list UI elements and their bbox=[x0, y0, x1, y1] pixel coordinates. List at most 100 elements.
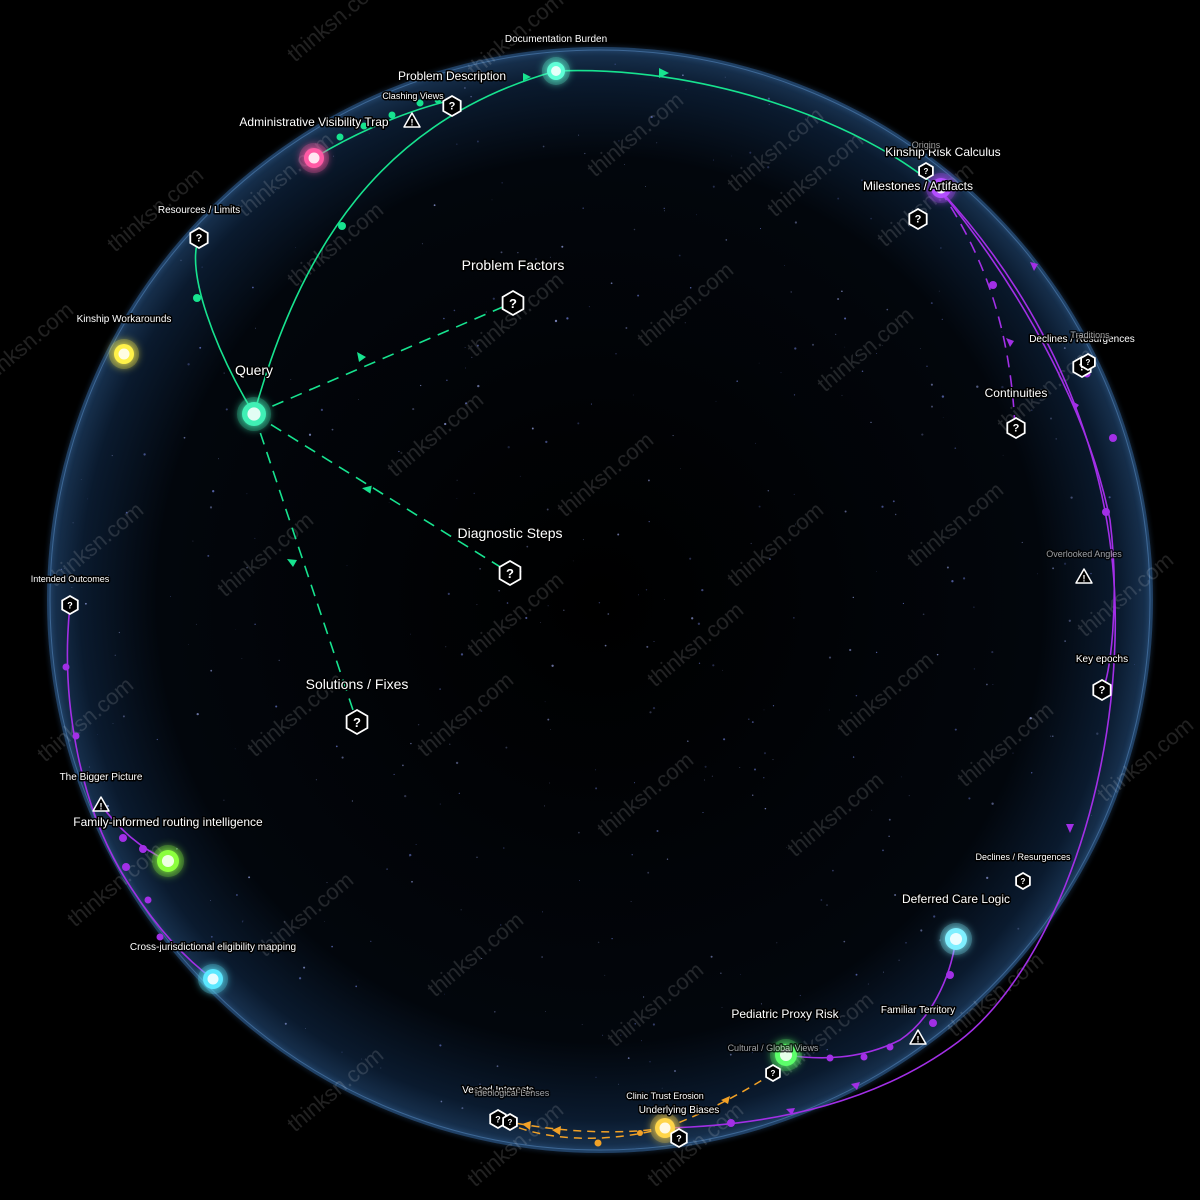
star bbox=[1052, 567, 1055, 570]
star bbox=[187, 644, 189, 645]
star bbox=[940, 247, 942, 249]
star bbox=[905, 941, 907, 944]
node-clinic-trust-erosion[interactable]: Clinic Trust Erosion bbox=[625, 1090, 705, 1143]
node-label: Documentation Burden bbox=[505, 34, 607, 45]
star bbox=[973, 668, 976, 670]
star bbox=[855, 694, 858, 697]
star bbox=[305, 1028, 306, 1029]
star bbox=[926, 365, 928, 367]
star bbox=[724, 76, 726, 78]
star bbox=[852, 756, 855, 758]
star bbox=[701, 588, 704, 592]
hex-node-clashing-views[interactable]: Clashing Views bbox=[381, 90, 446, 103]
star bbox=[465, 402, 468, 405]
warning-node-admin-trap-warning[interactable]: ! bbox=[403, 112, 421, 128]
hex-node-problem-factors[interactable]: ?Problem Factors bbox=[460, 256, 566, 317]
question-hexagon-icon: ? bbox=[489, 1108, 507, 1130]
hex-node-milestones-artifacts[interactable]: ?Milestones / Artifacts bbox=[861, 178, 975, 231]
star bbox=[195, 623, 197, 625]
hex-node-cultural-global-views[interactable]: ?Cultural / Global Views bbox=[726, 1042, 820, 1083]
star bbox=[685, 89, 687, 90]
star bbox=[986, 683, 988, 686]
node-pediatric-proxy-risk[interactable]: Pediatric Proxy Risk bbox=[730, 1006, 841, 1071]
star bbox=[678, 254, 681, 257]
star bbox=[767, 97, 770, 100]
watermark-text: thinksn.com bbox=[0, 297, 78, 392]
star bbox=[326, 882, 328, 884]
star bbox=[97, 733, 99, 735]
hex-node-traditions[interactable]: ?Traditions bbox=[1069, 329, 1112, 372]
star bbox=[691, 617, 694, 620]
svg-text:?: ? bbox=[1099, 685, 1106, 697]
hex-node-continuities[interactable]: ?Continuities bbox=[983, 385, 1049, 440]
hex-node-diagnostic-steps[interactable]: ?Diagnostic Steps bbox=[456, 524, 564, 587]
hex-node-declines-resurgences-bottom[interactable]: ?Declines / Resurgences bbox=[974, 851, 1073, 891]
star bbox=[180, 259, 182, 262]
warning-label: Overlooked Angles bbox=[1046, 549, 1122, 559]
star bbox=[759, 228, 762, 230]
star bbox=[895, 513, 897, 516]
star bbox=[820, 899, 823, 901]
star bbox=[241, 658, 243, 659]
hex-nodes: ?Problem Factors ?Diagnostic Steps ?Soluti… bbox=[29, 68, 1136, 1149]
hex-node-resources-limits[interactable]: ?Resources / Limits bbox=[156, 204, 242, 250]
star bbox=[617, 533, 620, 536]
hex-node-key-epochs[interactable]: ?Key epochs bbox=[1074, 653, 1130, 702]
star bbox=[170, 596, 171, 597]
question-hexagon-icon: ? bbox=[345, 708, 369, 736]
star bbox=[767, 490, 770, 492]
svg-text:?: ? bbox=[924, 167, 929, 176]
star bbox=[447, 592, 450, 595]
star bbox=[225, 408, 228, 411]
hex-node-solutions-fixes[interactable]: ?Solutions / Fixes bbox=[304, 675, 410, 736]
star bbox=[710, 955, 713, 958]
warning-node-familiar-territory[interactable]: !Familiar Territory bbox=[879, 1004, 957, 1045]
star bbox=[652, 1023, 656, 1026]
star bbox=[235, 894, 238, 896]
node-deferred-care-logic[interactable]: Deferred Care Logic bbox=[900, 891, 1012, 955]
node-query[interactable]: Query bbox=[233, 361, 275, 431]
star bbox=[656, 142, 658, 144]
warning-triangle-icon: ! bbox=[909, 1029, 927, 1045]
node-kinship-risk-calculus[interactable]: Kinship Risk Calculus bbox=[884, 144, 1002, 203]
star bbox=[698, 662, 701, 664]
hex-node-underlying-biases[interactable]: ?Underlying Biases bbox=[637, 1104, 721, 1149]
star bbox=[561, 245, 564, 248]
hex-node-ideological-lenses[interactable]: ?Ideological Lenses bbox=[473, 1087, 551, 1132]
node-cross-jurisdictional[interactable]: Cross-jurisdictional eligibility mapping bbox=[128, 941, 298, 994]
star bbox=[645, 186, 647, 188]
question-hexagon-icon: ? bbox=[908, 207, 928, 231]
star bbox=[409, 853, 412, 857]
star bbox=[519, 475, 521, 477]
star bbox=[712, 185, 715, 188]
hex-node-intended-outcomes[interactable]: ?Intended Outcomes bbox=[29, 573, 111, 616]
node-label: Administrative Visibility Trap bbox=[239, 115, 388, 129]
star bbox=[471, 356, 473, 359]
node-kinship-workarounds[interactable]: Kinship Workarounds bbox=[75, 313, 173, 369]
warning-node-overlooked-angles[interactable]: !Overlooked Angles bbox=[1045, 548, 1124, 584]
star bbox=[476, 140, 479, 143]
warning-node-the-bigger-picture[interactable]: !The Bigger Picture bbox=[58, 771, 144, 812]
question-hexagon-icon: ? bbox=[918, 161, 934, 181]
hex-node-label: Continuities bbox=[985, 386, 1048, 400]
hex-node-vested-interests[interactable]: ?Vested Interests bbox=[461, 1084, 535, 1130]
node-administrative-visibility-trap[interactable]: Administrative Visibility Trap bbox=[238, 114, 390, 173]
star bbox=[986, 876, 989, 880]
star bbox=[882, 849, 884, 852]
hex-node-origins[interactable]: ?Origins bbox=[910, 139, 942, 181]
star bbox=[749, 151, 752, 154]
star bbox=[284, 1022, 287, 1025]
star bbox=[578, 879, 581, 882]
star bbox=[976, 385, 979, 388]
node-core bbox=[659, 1122, 671, 1134]
star bbox=[991, 651, 994, 654]
star bbox=[794, 347, 797, 350]
star bbox=[647, 479, 650, 482]
star bbox=[235, 629, 236, 630]
node-family-informed-routing[interactable]: Family-informed routing intelligence bbox=[72, 814, 265, 877]
star bbox=[697, 622, 701, 625]
star bbox=[764, 807, 767, 810]
hex-node-problem-description[interactable]: ?Problem Description bbox=[396, 68, 508, 118]
node-documentation-burden[interactable]: Documentation Burden bbox=[503, 33, 609, 85]
